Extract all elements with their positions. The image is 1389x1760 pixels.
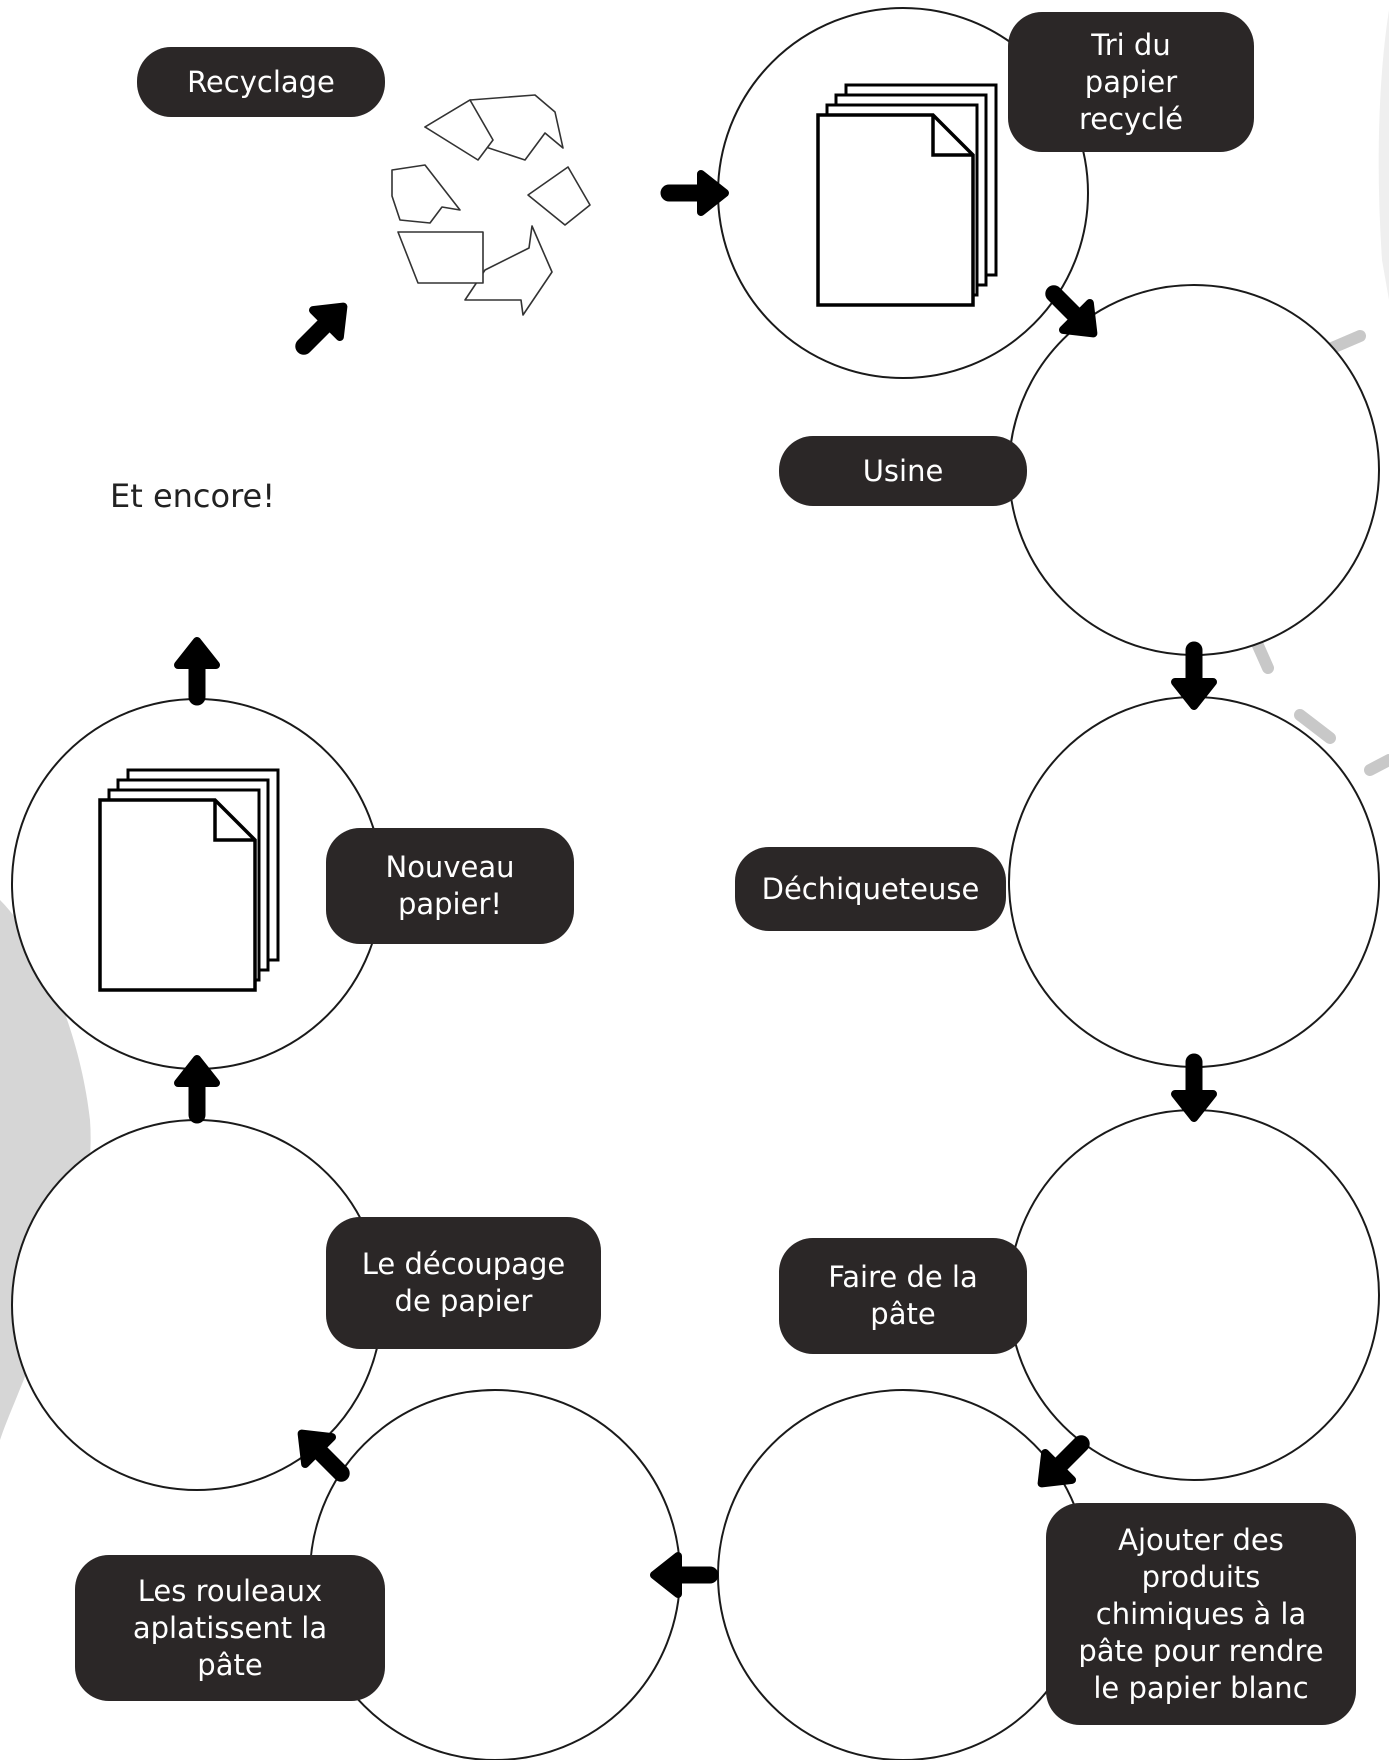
recycle-icon [391,94,591,316]
step-label-rouleaux: Les rouleaux aplatissent la pâte [75,1555,385,1701]
cycle-note: Et encore! [110,477,276,515]
arrow-recycle-to-tri [669,174,725,212]
step-label-chimiques: Ajouter des produits chimiques à la pâte… [1046,1503,1356,1725]
arrow-nouveau-out [178,641,216,697]
step-label-decoupage: Le découpage de papier [326,1217,601,1349]
step-label-dechiqueteuse: Déchiqueteuse [735,847,1006,931]
step-circle-chimiques [717,1389,1089,1760]
paper-stack-icon [98,768,280,992]
arrow-restart-to-recycle [290,293,356,359]
step-label-pate: Faire de la pâte [779,1238,1027,1354]
step-label-usine: Usine [779,436,1027,506]
step-circle-dechiqueteuse [1008,696,1380,1068]
title-label: Recyclage [137,47,385,117]
step-label-tri: Tri du papier recyclé [1008,12,1254,152]
step-circle-usine [1008,284,1380,656]
step-circle-pate [1008,1109,1380,1481]
paper-stack-icon [816,83,998,307]
step-label-nouveau: Nouveau papier! [326,828,574,944]
